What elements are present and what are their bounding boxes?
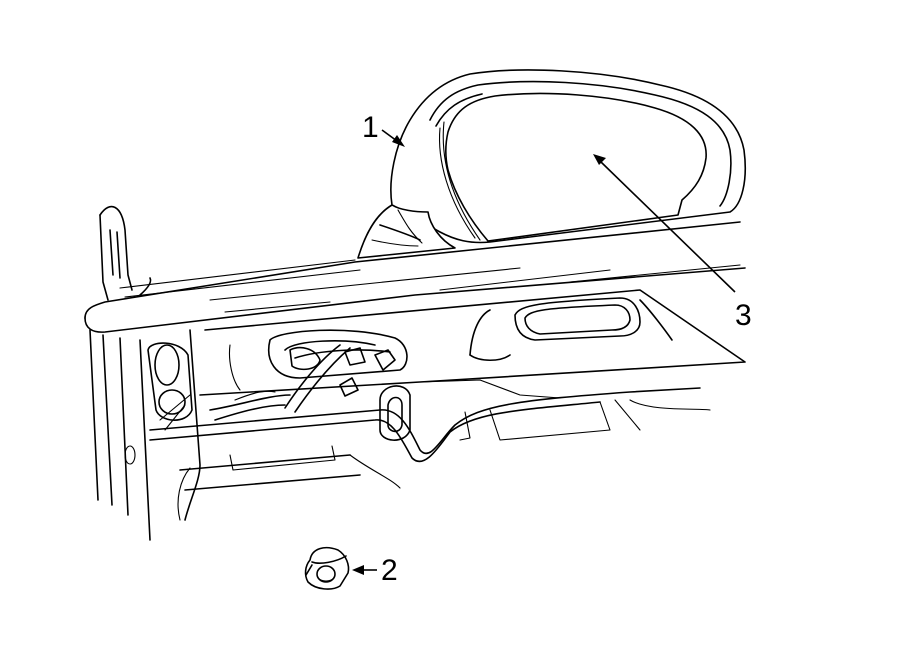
mirror-glass [438,92,707,242]
callout-1-label: 1 [362,111,379,144]
callout-3: 3 [593,154,752,332]
callout-2-label: 2 [381,554,398,587]
callout-1: 1 [362,111,405,147]
retainer-clip [304,546,350,590]
door-openings [147,342,193,421]
mirror-mount-cutout [209,329,408,421]
handle-pocket [379,385,411,441]
callout-3-arrowhead [593,154,606,165]
callout-3-leader [600,161,736,293]
door-pillar [89,205,151,541]
callout-3-label: 3 [735,299,752,332]
door-pull-handle [469,297,673,362]
callout-2: 2 [352,554,398,587]
callout-1-arrowhead [392,135,405,147]
inner-door-panel [149,289,746,521]
callout-2-arrowhead [352,565,364,575]
door-belt-rail [84,221,746,333]
